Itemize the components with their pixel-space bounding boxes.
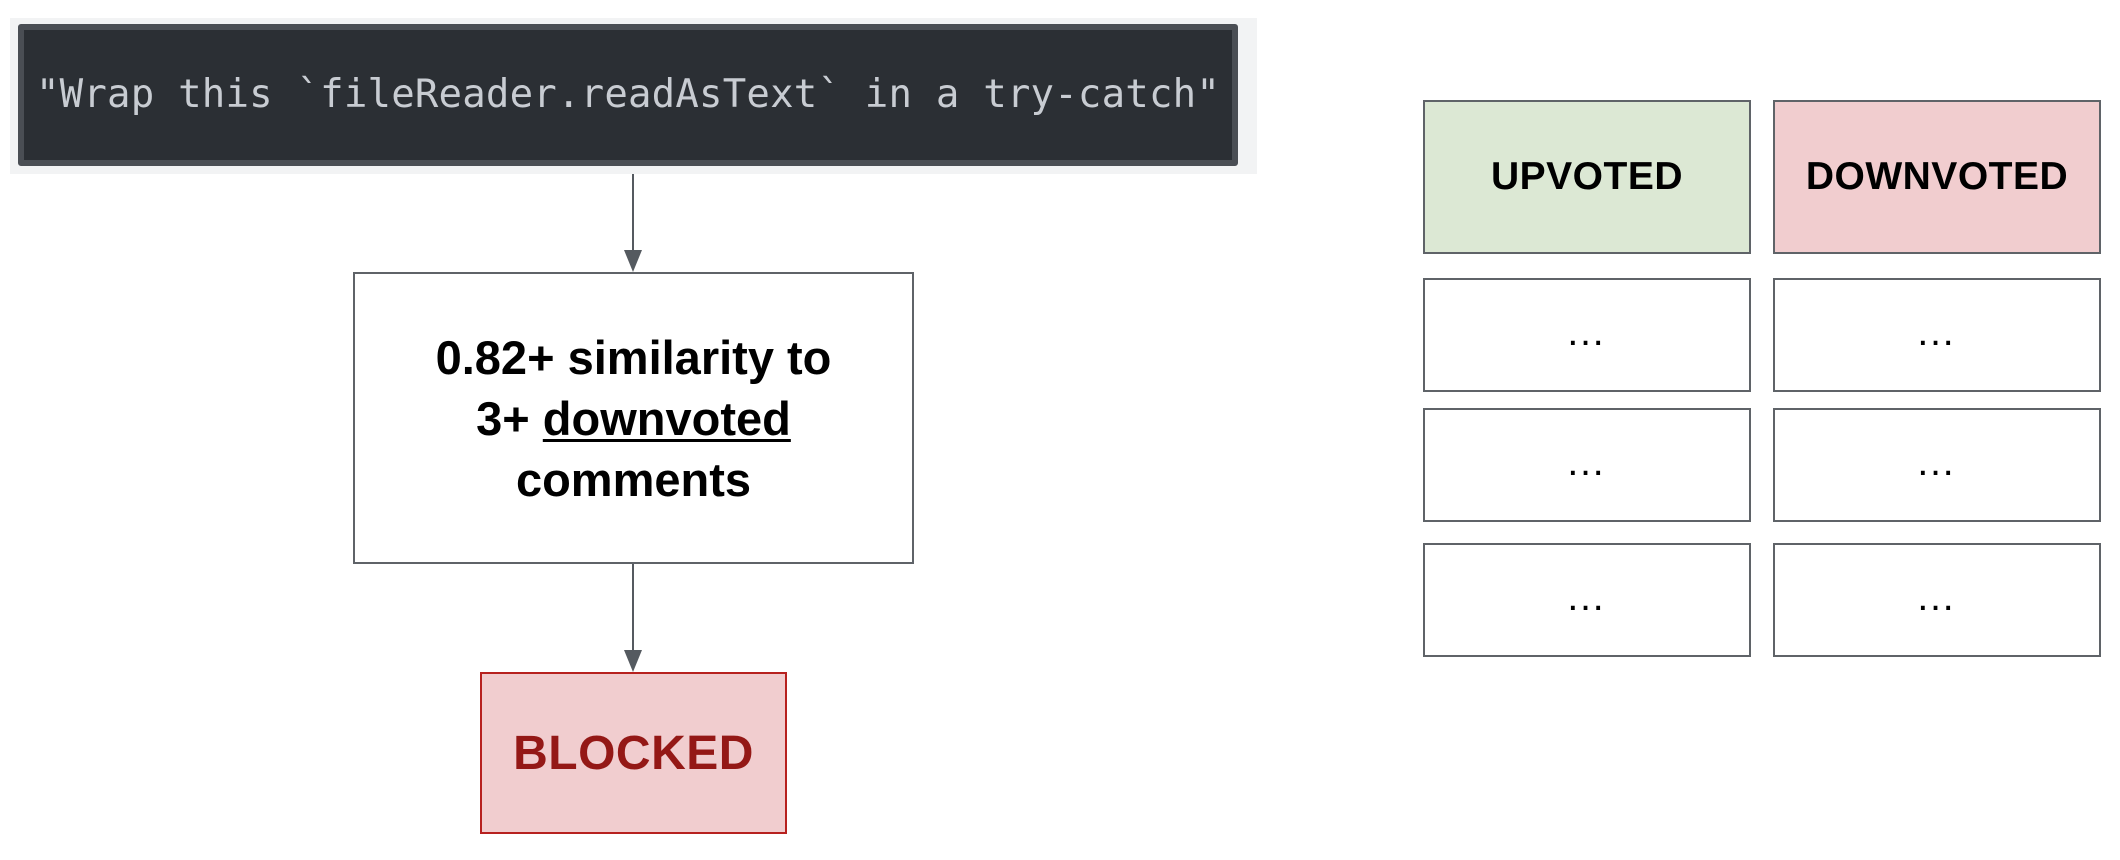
downvoted-comment-cell: … <box>1773 408 2101 522</box>
upvoted-comment-cell: … <box>1423 543 1751 657</box>
arrowhead-down-icon <box>624 250 642 272</box>
upvoted-comment-cell: … <box>1423 408 1751 522</box>
prompt-code-block: "Wrap this `fileReader.readAsText` in a … <box>18 24 1238 166</box>
similarity-rule-text: 0.82+ similarity to 3+ downvoted comment… <box>436 327 832 510</box>
similarity-rule-box: 0.82+ similarity to 3+ downvoted comment… <box>353 272 914 564</box>
rule-line-3: comments <box>515 452 752 506</box>
blocked-result-box: BLOCKED <box>480 672 787 834</box>
upvoted-column-header: UPVOTED <box>1423 100 1751 254</box>
arrowhead-down-icon <box>624 650 642 672</box>
rule-line-1: 0.82+ similarity to <box>435 330 832 384</box>
downvoted-comment-cell: … <box>1773 543 2101 657</box>
rule-line-2: 3+ downvoted <box>436 388 832 449</box>
rule-downvoted-emphasis: downvoted <box>542 391 791 445</box>
connector-prompt-to-rule <box>632 174 634 252</box>
rule-line-2-prefix: 3+ <box>476 391 543 445</box>
connector-rule-to-result <box>632 564 634 652</box>
downvoted-comment-cell: … <box>1773 278 2101 392</box>
downvoted-column-header: DOWNVOTED <box>1773 100 2101 254</box>
upvoted-comment-cell: … <box>1423 278 1751 392</box>
